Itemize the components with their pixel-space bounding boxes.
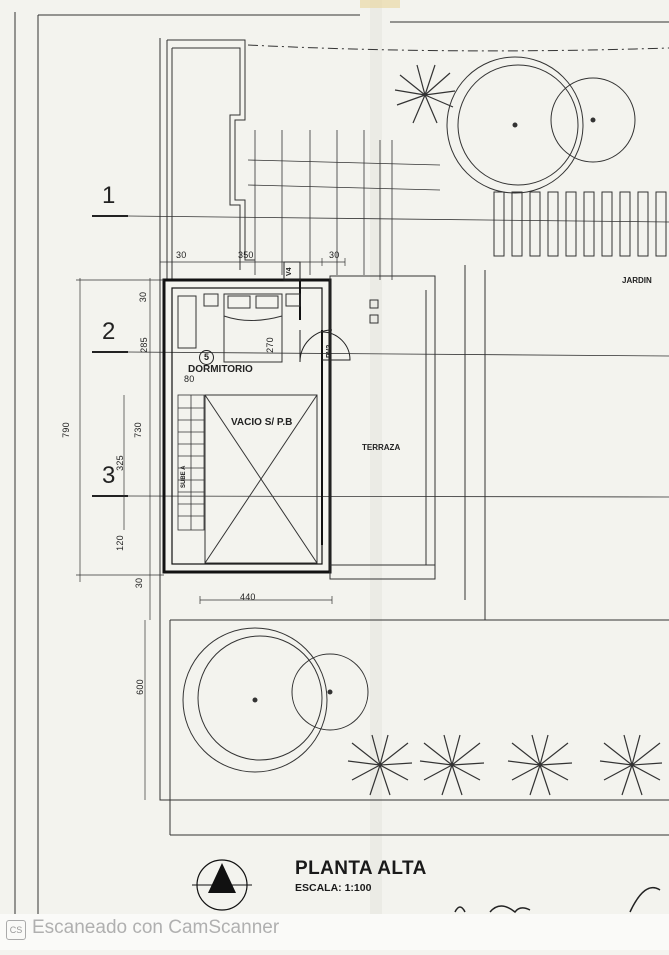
title-block: PLANTA ALTA ESCALA: 1:100 (295, 858, 427, 894)
sheet-frame (14, 12, 669, 920)
drawing-title: PLANTA ALTA (295, 858, 427, 879)
tree-symbols (182, 56, 636, 773)
signature (454, 886, 661, 914)
axis-label-2: 2 (102, 318, 116, 345)
dim-top-30-right: 30 (329, 250, 340, 260)
room-number-badge: 5 (199, 350, 214, 365)
dim-top-350: 350 (238, 250, 254, 260)
dim-top-30-left: 30 (176, 250, 187, 260)
plot-boundary (159, 38, 669, 836)
scanner-footer: CS Escaneado con CamScanner (0, 914, 669, 950)
bedroom-furniture (177, 293, 301, 363)
dim-80: 80 (184, 374, 195, 384)
dim-325: 325 (114, 455, 125, 471)
scanner-watermark-text: Escaneado con CamScanner (32, 917, 280, 938)
staircase (177, 394, 205, 531)
stair-label: SUBE A (181, 465, 187, 488)
room-label-terraza: TERRAZA (362, 443, 401, 452)
boundary-wall (166, 39, 255, 280)
dim-left-30-bottom: 30 (134, 577, 145, 589)
axis-label-1: 1 (102, 182, 116, 209)
dim-790: 790 (60, 422, 71, 438)
dim-730: 730 (132, 422, 143, 438)
north-arrow-icon (192, 859, 252, 911)
page-fold (370, 0, 382, 915)
dim-left-30-top: 30 (138, 291, 149, 303)
hedge-row (493, 191, 667, 257)
dim-120: 120 (114, 535, 125, 551)
room-label-jardin: JARDIN (622, 276, 652, 285)
dimension-lines (76, 258, 346, 800)
terrace (329, 275, 436, 580)
room-label-dormitorio: DORMITORIO (188, 364, 253, 375)
door-label-v4: V4 (286, 267, 293, 276)
room-label-vacio: VACIO S/ P.B (231, 417, 293, 428)
pergola (247, 130, 441, 280)
drawing-scale: ESCALA: 1:100 (295, 882, 372, 894)
axis-markers (92, 215, 128, 497)
camscanner-logo-icon: CS (6, 920, 26, 940)
dim-285: 285 (138, 337, 149, 353)
dim-600: 600 (134, 679, 145, 695)
void-symbol (204, 394, 318, 564)
section-lines (127, 215, 669, 498)
door-label-pv2: PV2 (326, 344, 333, 358)
axis-label-3: 3 (102, 462, 116, 489)
shrub-symbols (347, 64, 663, 796)
dim-270: 270 (264, 337, 275, 353)
dim-440: 440 (240, 592, 256, 602)
